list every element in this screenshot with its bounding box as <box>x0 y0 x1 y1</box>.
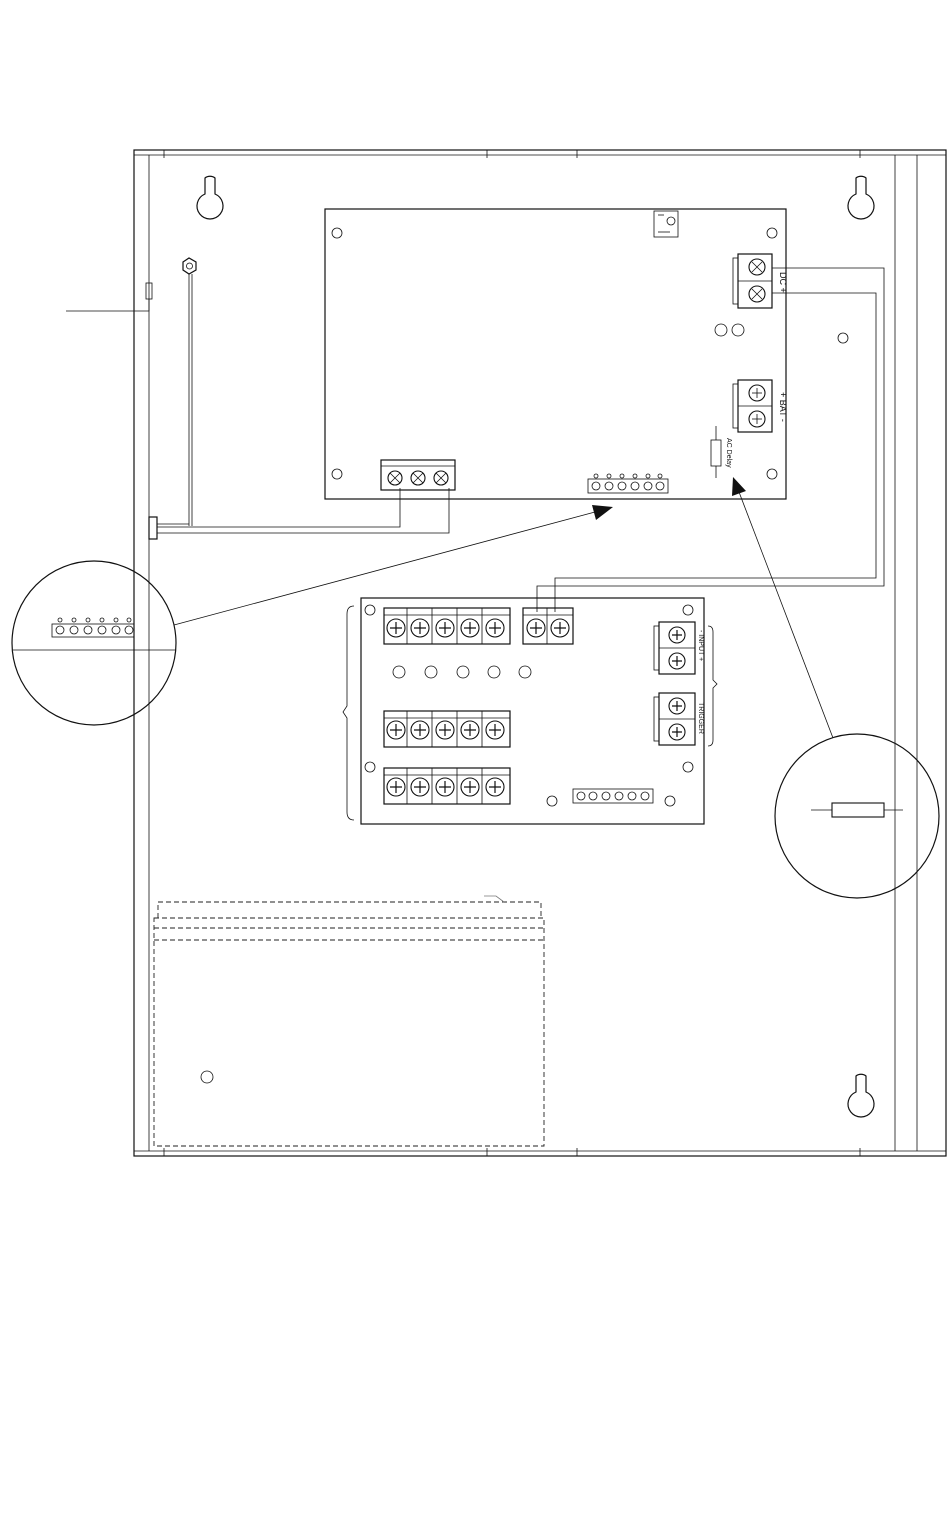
screw-terminal-icon <box>411 778 429 796</box>
screw-terminal-icon <box>436 721 454 739</box>
output-terminal-row-2 <box>384 711 510 747</box>
screw-terminal-icon <box>387 619 405 637</box>
battery-terminal: + BAT - <box>733 380 788 432</box>
trigger-terminal: TRIGGER <box>654 693 704 745</box>
jumper-header <box>588 474 668 493</box>
fuse-detail-callout <box>775 734 939 898</box>
keyhole-mount-icon <box>197 176 223 219</box>
dist-power-input-terminal <box>523 608 573 644</box>
screw-terminal-icon <box>486 721 504 739</box>
input-label: - INPUT + <box>697 630 704 661</box>
tamper-switch <box>66 283 152 311</box>
screw-terminal-icon <box>436 778 454 796</box>
screw-terminal-icon <box>461 778 479 796</box>
battery-label: + BAT - <box>778 392 788 422</box>
dist-jumper-header <box>573 789 653 803</box>
dc-output-terminal: DC + <box>733 254 788 308</box>
screw-terminal-icon <box>486 778 504 796</box>
screw-terminal-icon <box>669 724 685 740</box>
trigger-label: TRIGGER <box>697 702 704 734</box>
screw-terminal-icon <box>388 471 402 485</box>
power-supply-board <box>325 209 848 499</box>
dc-label: DC + <box>778 272 788 293</box>
dc-wires <box>537 268 884 612</box>
screw-terminal-icon <box>669 627 685 643</box>
arrow-icon <box>174 505 613 625</box>
screw-terminal-icon <box>411 619 429 637</box>
screw-terminal-icon <box>411 471 425 485</box>
arrow-icon <box>732 477 833 738</box>
screw-terminal-icon <box>461 619 479 637</box>
keyhole-mount-icon <box>848 176 874 219</box>
screw-terminal-icon <box>486 619 504 637</box>
input-terminal: - INPUT + <box>654 622 704 674</box>
screw-terminal-icon <box>669 653 685 669</box>
ac-wires <box>149 488 449 539</box>
output-terminal-row-3 <box>384 768 510 804</box>
screw-terminal-icon <box>387 778 405 796</box>
screw-terminal-icon <box>436 619 454 637</box>
screw-terminal-icon <box>411 721 429 739</box>
fuse-icon <box>832 803 884 817</box>
screw-terminal-icon <box>551 619 569 637</box>
screw-terminal-icon <box>527 619 545 637</box>
ac-input-terminal-block <box>381 460 455 490</box>
ground-stud-icon <box>183 258 196 526</box>
output-terminal-row-1 <box>384 608 510 644</box>
ac-delay-jumper: AC Delay <box>711 426 732 478</box>
battery-outline <box>154 896 544 1146</box>
keyhole-mount-icon <box>848 1074 874 1117</box>
screw-terminal-icon <box>669 698 685 714</box>
screw-terminal-icon <box>434 471 448 485</box>
ac-delay-label: AC Delay <box>725 438 732 468</box>
enclosure <box>134 150 946 1156</box>
screw-terminal-icon <box>461 721 479 739</box>
header-detail-callout <box>12 561 176 725</box>
screw-terminal-icon <box>387 721 405 739</box>
